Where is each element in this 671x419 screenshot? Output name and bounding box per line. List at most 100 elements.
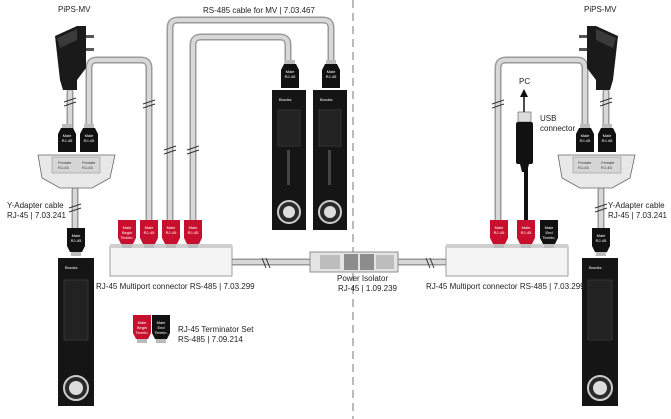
plug-multiport-left-1-contact	[144, 244, 154, 248]
plug-device-left-text-1: RJ-45	[71, 238, 82, 243]
plug-terminator-end-contact	[156, 339, 166, 343]
plug-multiport-right-end-text-1: End	[545, 230, 552, 235]
plug-multiport-right-1-body	[490, 220, 508, 244]
svg-text:Female: Female	[578, 160, 592, 165]
plug-multiport-left-2-text-1: RJ-45	[166, 230, 177, 235]
plug-terminator-begin-text-2: Termin.	[135, 330, 148, 335]
device-right	[582, 258, 618, 406]
plug-multiport-left-1-body	[140, 220, 158, 244]
plug-multiport-left-begin-body	[118, 220, 136, 244]
plug-device-top-1-body	[281, 64, 299, 88]
device-top-1	[272, 90, 306, 230]
svg-text:RJ-45: RJ-45	[601, 165, 612, 170]
yadapter-left-label-line1: Y-Adapter cable	[7, 201, 64, 210]
rs485-cable-label: RS-485 cable for MV | 7.03.467	[203, 6, 315, 15]
plug-multiport-left-begin-text-0: Male	[123, 225, 132, 230]
multiport-right-rail	[445, 244, 569, 277]
plug-device-left-text-0: Male	[72, 233, 81, 238]
device-left-brand: Brooks	[65, 265, 77, 270]
plug-y-left-1-body	[58, 128, 76, 152]
plug-multiport-right-2-body	[517, 220, 535, 244]
plug-multiport-left-1-text-0: Male	[145, 225, 154, 230]
usb-label-line1: USB	[540, 114, 557, 123]
plug-multiport-right-1-contact	[494, 244, 504, 248]
plug-terminator-begin-body	[133, 315, 151, 339]
plug-y-right-1-text-0: Male	[581, 133, 590, 138]
yadapter-right-label-line2: RJ-45 | 7.03.241	[608, 211, 668, 220]
y-adapter-right-body: Female RJ-45 Female RJ-45	[557, 154, 636, 189]
left-break-marks	[63, 97, 271, 269]
usb-label-line2: connector	[540, 124, 576, 133]
plug-device-left-contact	[71, 252, 81, 256]
power-isolator-label-line1: Power Isolator	[337, 274, 389, 283]
plug-multiport-left-begin-text-2: Termin.	[120, 235, 133, 240]
plug-y-right-2-contact	[602, 124, 612, 128]
plug-multiport-left-2-body	[162, 220, 180, 244]
svg-text:RJ-45: RJ-45	[58, 165, 69, 170]
plug-terminator-begin-text-1: Begin	[137, 325, 147, 330]
plug-y-left-2-body	[80, 128, 98, 152]
plug-multiport-left-3-body	[184, 220, 202, 244]
plug-multiport-right-end-text-0: Male	[545, 225, 554, 230]
plug-y-right-1-contact	[580, 124, 590, 128]
power-isolator	[309, 251, 399, 273]
yadapter-right-label-line1: Y-Adapter cable	[608, 201, 665, 210]
svg-text:Female: Female	[601, 160, 615, 165]
plug-multiport-right-2-text-0: Male	[522, 225, 531, 230]
plug-device-right-contact	[596, 252, 606, 256]
plug-device-top-2-text-0: Male	[327, 69, 336, 74]
plug-multiport-left-2-text-0: Male	[167, 225, 176, 230]
yadapter-left-label-line2: RJ-45 | 7.03.241	[7, 211, 67, 220]
terminator-label-line1: RJ-45 Terminator Set	[178, 325, 254, 334]
plug-multiport-right-end-contact	[544, 244, 554, 248]
plug-y-left-1-text-1: RJ-45	[62, 138, 73, 143]
plug-multiport-left-begin-text-1: Begin	[122, 230, 132, 235]
plug-terminator-end-text-0: Male	[157, 320, 166, 325]
svg-text:RJ-45: RJ-45	[82, 165, 93, 170]
pips-right-label: PiPS-MV	[584, 5, 617, 14]
plug-terminator-end-text-1: End	[157, 325, 164, 330]
plug-device-top-2-body	[322, 64, 340, 88]
plug-multiport-right-1-text-1: RJ-45	[494, 230, 505, 235]
plug-y-left-1-text-0: Male	[63, 133, 72, 138]
plug-terminator-end-body	[152, 315, 170, 339]
device-top-2-brand: Brooks	[320, 97, 332, 102]
plug-multiport-right-1-text-0: Male	[495, 225, 504, 230]
pc-label: PC	[519, 77, 531, 86]
plug-y-right-1-body	[576, 128, 594, 152]
device-top-2	[313, 90, 347, 230]
plug-y-right-1-text-1: RJ-45	[580, 138, 591, 143]
plug-y-left-1-contact	[62, 124, 72, 128]
plug-multiport-left-1-text-1: RJ-45	[144, 230, 155, 235]
plug-device-top-2-text-1: RJ-45	[326, 74, 337, 79]
plug-device-left-body	[67, 228, 85, 252]
power-isolator-label-line2: RJ-45 | 1.09.239	[338, 284, 398, 293]
multiport-right-label: RJ-45 Multiport connector RS-485 | 7.03.…	[426, 282, 585, 291]
plug-multiport-left-begin-contact	[122, 244, 132, 248]
device-right-brand: Brooks	[589, 265, 601, 270]
svg-text:Female: Female	[58, 160, 72, 165]
right-cables	[392, 56, 610, 266]
plug-multiport-left-3-text-1: RJ-45	[188, 230, 199, 235]
plug-y-right-2-text-1: RJ-45	[602, 138, 613, 143]
plug-y-left-2-text-0: Male	[85, 133, 94, 138]
svg-text:Female: Female	[82, 160, 96, 165]
plug-device-right-text-0: Male	[597, 233, 606, 238]
multiport-left-rail	[109, 244, 233, 277]
left-cables	[66, 16, 335, 266]
